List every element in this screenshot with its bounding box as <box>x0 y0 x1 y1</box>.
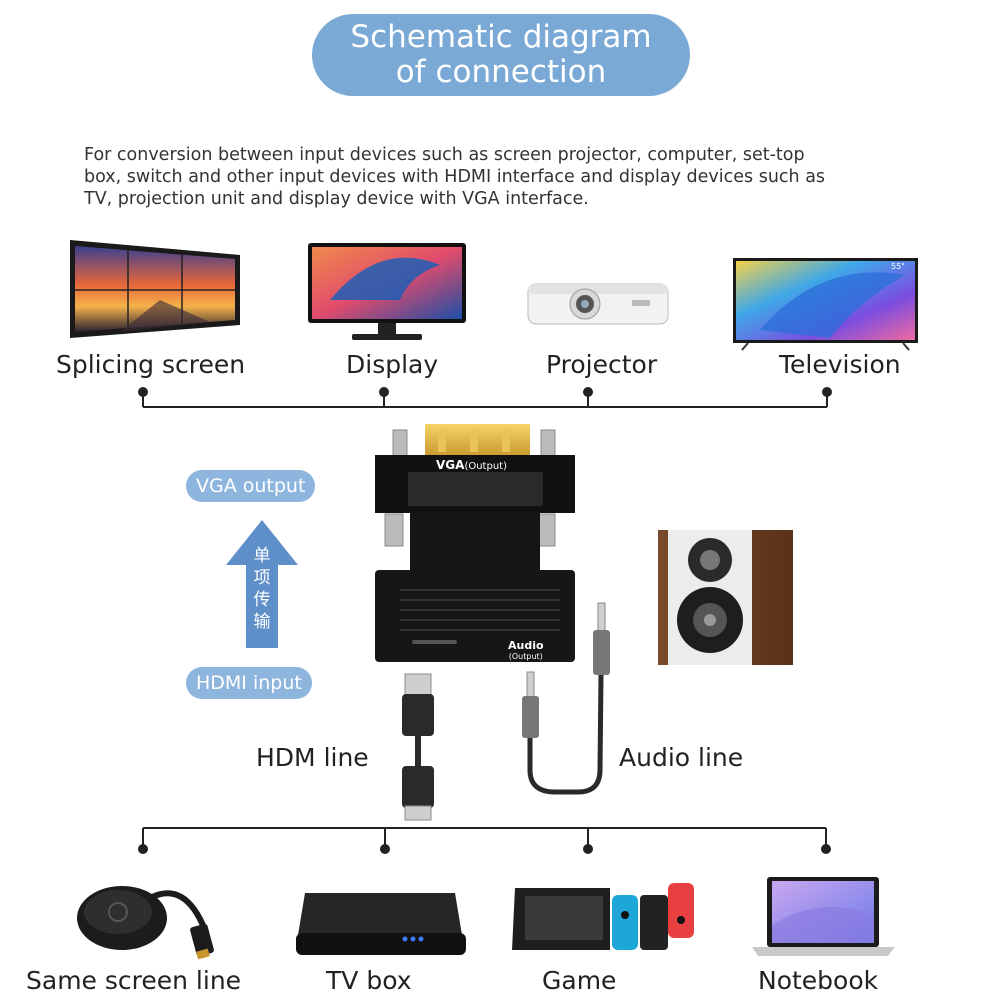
output-label-projector: Projector <box>546 350 658 379</box>
description-line-3: TV, projection unit and display device w… <box>84 189 589 209</box>
vga-output-badge: VGA output <box>186 470 316 502</box>
projector-icon <box>527 283 669 325</box>
description-line-1: For conversion between input devices suc… <box>84 145 805 165</box>
hdmi-to-vga-adapter-icon <box>375 424 575 662</box>
input-label-tv-box: TV box <box>326 966 412 995</box>
up-arrow-icon <box>226 520 298 648</box>
hdmi-cable-label: HDM line <box>256 743 369 772</box>
arrow-char-4: 输 <box>253 612 271 632</box>
output-label-splicing-screen: Splicing screen <box>56 350 246 379</box>
speaker-icon <box>658 530 793 665</box>
hdmi-input-badge: HDMI input <box>186 667 312 699</box>
television-icon <box>733 258 918 351</box>
arrow-char-2: 项 <box>253 568 271 588</box>
adapter-vga-text: VGA <box>436 458 465 472</box>
title-line-1: Schematic diagram <box>350 19 652 55</box>
hdmi-cable-icon <box>402 673 434 821</box>
input-label-notebook: Notebook <box>758 966 879 995</box>
arrow-char-3: 传 <box>253 590 271 610</box>
arrow-char-1: 单 <box>253 546 271 566</box>
input-connector-lines <box>138 827 831 854</box>
laptop-icon <box>752 877 895 956</box>
screen-mirroring-dongle-icon <box>77 886 214 960</box>
adapter-audio-label: Audio (Output) <box>508 640 544 662</box>
adapter-audio-text: Audio <box>508 639 544 652</box>
tv-box-icon <box>296 893 466 955</box>
monitor-icon <box>308 243 466 340</box>
output-label-display: Display <box>346 350 439 379</box>
audio-cable-icon <box>522 602 610 795</box>
title-banner: Schematic diagram of connection <box>312 14 690 96</box>
adapter-audio-sub: (Output) <box>508 652 543 661</box>
arrow-caption: 单 项 传 输 <box>250 545 274 633</box>
adapter-vga-sub: (Output) <box>464 461 507 472</box>
description: For conversion between input devices suc… <box>84 144 984 210</box>
game-console-icon <box>512 883 694 950</box>
tv-size-badge: 55" <box>891 262 905 271</box>
input-label-game: Game <box>542 966 617 995</box>
splicing-screen-icon <box>70 240 240 338</box>
input-label-same-screen-line: Same screen line <box>26 966 242 995</box>
output-connector-lines <box>138 387 832 408</box>
title-line-2: of connection <box>395 54 607 90</box>
audio-cable-label: Audio line <box>619 743 744 772</box>
output-label-television: Television <box>779 350 901 379</box>
adapter-vga-label: VGA(Output) <box>436 458 507 472</box>
description-line-2: box, switch and other input devices with… <box>84 167 826 187</box>
